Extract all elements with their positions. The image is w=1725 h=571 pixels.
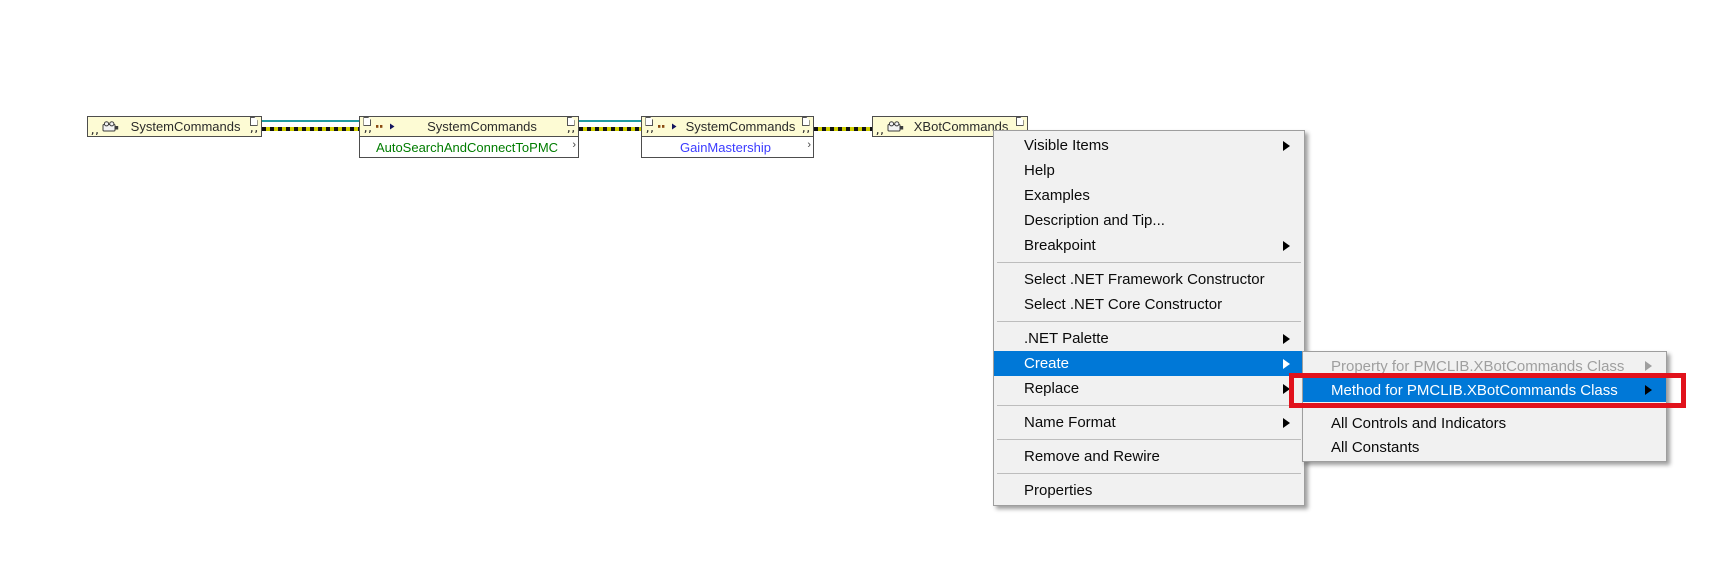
refnum-terminal: ,, (90, 127, 100, 137)
menu-item-examples[interactable]: Examples (994, 183, 1304, 208)
menu-item-label: All Controls and Indicators (1331, 414, 1507, 432)
menu-item-label: Create (1024, 355, 1070, 372)
submenu-item-method-for-class[interactable]: Method for PMCLIB.XBotCommands Class (1303, 378, 1666, 402)
submenu-arrow-icon (1645, 361, 1652, 371)
menu-item-description-and-tip[interactable]: Description and Tip... (994, 208, 1304, 233)
node-corner: ,, (801, 117, 811, 136)
menu-item-label: Visible Items (1024, 137, 1109, 154)
truncation-mark: › (572, 139, 576, 151)
submenu-arrow-icon (1283, 240, 1290, 251)
menu-item-label: Select .NET Framework Constructor (1024, 271, 1265, 288)
invoke-node-autosearchandconnecttopmc[interactable]: ,, SystemCommands ,, AutoSearchAndConnec… (359, 116, 579, 158)
context-menu: Visible Items Help Examples Description … (993, 130, 1305, 506)
refnum-terminal: ,, (363, 125, 373, 135)
document-icon (645, 117, 654, 126)
node-corner: ,, (645, 117, 655, 136)
constructor-node-systemcommands[interactable]: ,, SystemCommands ,, (87, 116, 262, 137)
menu-item-create[interactable]: Create (994, 351, 1304, 376)
submenu-item-property-for-class: Property for PMCLIB.XBotCommands Class (1303, 354, 1666, 378)
constructor-node-xbotcommands[interactable]: ,, XBotCommands ,, (872, 116, 1028, 137)
menu-item-label: Name Format (1024, 414, 1116, 431)
menu-item-label: Property for PMCLIB.XBotCommands Class (1331, 357, 1625, 375)
menu-item-properties[interactable]: Properties (994, 478, 1304, 503)
menu-item-label: Properties (1024, 482, 1093, 499)
submenu-arrow-icon (1283, 333, 1290, 344)
menu-item-label: Remove and Rewire (1024, 448, 1160, 465)
node-title: XBotCommands (913, 119, 1009, 134)
menu-item-select-net-framework-constructor[interactable]: Select .NET Framework Constructor (994, 267, 1304, 292)
node-title: SystemCommands (685, 119, 796, 134)
submenu-arrow-icon (1283, 358, 1290, 369)
submenu-arrow-icon (1283, 383, 1290, 394)
dotnet-reference-wire[interactable] (262, 120, 359, 122)
menu-item-label: Select .NET Core Constructor (1024, 296, 1223, 313)
document-icon (363, 117, 372, 126)
refnum-terminal: ,, (249, 125, 259, 135)
refnum-terminal: ,, (566, 125, 576, 135)
truncation-mark: › (807, 139, 811, 151)
error-wire[interactable] (262, 127, 359, 131)
invoke-method-icon (375, 123, 395, 130)
submenu-arrow-icon (1283, 140, 1290, 151)
document-icon (801, 117, 810, 126)
dotnet-reference-wire[interactable] (579, 120, 641, 122)
menu-item-help[interactable]: Help (994, 158, 1304, 183)
menu-item-label: Description and Tip... (1024, 212, 1165, 229)
menu-item-label: Examples (1024, 187, 1090, 204)
constructor-icon (887, 121, 904, 132)
constructor-icon (102, 121, 119, 132)
node-title: SystemCommands (427, 119, 537, 134)
menu-item-label: Replace (1024, 380, 1080, 397)
menu-separator (997, 321, 1301, 322)
menu-separator (997, 439, 1301, 440)
node-corner: ,, (249, 117, 259, 136)
menu-item-label: .NET Palette (1024, 330, 1109, 347)
error-wire[interactable] (579, 127, 641, 131)
node-corner: ,, (566, 117, 576, 136)
menu-item-breakpoint[interactable]: Breakpoint (994, 233, 1304, 258)
submenu-item-all-constants[interactable]: All Constants (1303, 435, 1666, 459)
menu-item-replace[interactable]: Replace (994, 376, 1304, 401)
menu-item-select-net-core-constructor[interactable]: Select .NET Core Constructor (994, 292, 1304, 317)
method-selector[interactable]: AutoSearchAndConnectToPMC › (360, 136, 578, 157)
method-name: GainMastership (679, 139, 772, 155)
node-title: SystemCommands (130, 119, 241, 134)
method-name: AutoSearchAndConnectToPMC (375, 139, 559, 155)
menu-item-label: Method for PMCLIB.XBotCommands Class (1331, 381, 1618, 399)
menu-separator (997, 405, 1301, 406)
invoke-node-gainmastership[interactable]: ,, SystemCommands ,, GainMastership › (641, 116, 814, 158)
menu-separator (997, 473, 1301, 474)
submenu-arrow-icon (1645, 385, 1652, 395)
refnum-terminal: ,, (875, 127, 885, 137)
refnum-terminal: ,, (801, 125, 811, 135)
submenu-item-all-controls-and-indicators[interactable]: All Controls and Indicators (1303, 411, 1666, 435)
red-highlight-annotation (1289, 373, 1686, 408)
menu-item-visible-items[interactable]: Visible Items (994, 133, 1304, 158)
refnum-terminal: ,, (645, 125, 655, 135)
invoke-method-icon (657, 123, 677, 130)
menu-item-label: Help (1024, 162, 1055, 179)
submenu-arrow-icon (1283, 417, 1290, 428)
menu-item-name-format[interactable]: Name Format (994, 410, 1304, 435)
error-wire[interactable] (814, 127, 872, 131)
menu-item-label: All Constants (1331, 438, 1420, 456)
menu-item-remove-and-rewire[interactable]: Remove and Rewire (994, 444, 1304, 469)
document-icon (566, 117, 575, 126)
method-selector[interactable]: GainMastership › (642, 136, 813, 157)
document-icon (1015, 117, 1024, 126)
node-corner: ,, (363, 117, 373, 136)
menu-item-net-palette[interactable]: .NET Palette (994, 326, 1304, 351)
menu-item-label: Breakpoint (1024, 237, 1096, 254)
menu-separator (997, 262, 1301, 263)
document-icon (249, 117, 258, 126)
